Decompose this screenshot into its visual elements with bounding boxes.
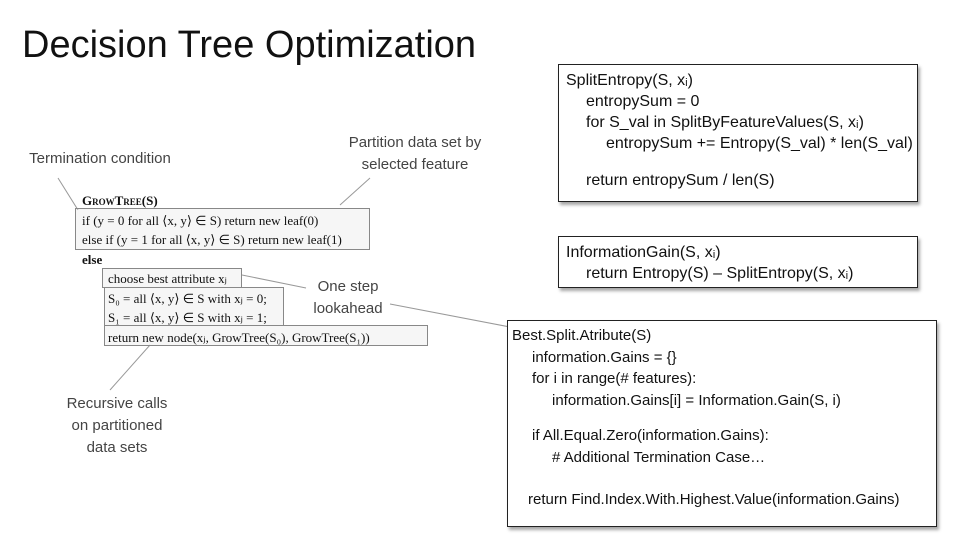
information-gain-line-2: return Entropy(S) – SplitEntropy(S, xᵢ) (586, 265, 854, 282)
slide-title: Decision Tree Optimization (22, 24, 477, 66)
recursive-note-line2: on partitioned (71, 417, 163, 434)
termination-highlight (75, 208, 370, 250)
best-split-line-4: information.Gains[i] = Information.Gain(… (552, 391, 841, 409)
information-gain-line-1: InformationGain(S, xᵢ) (566, 244, 721, 261)
partition-note: Partition data set by selected feature (348, 134, 482, 173)
split-entropy-line-2: entropySum = 0 (586, 93, 700, 110)
split-entropy-line-4: entropySum += Entropy(S_val) * len(S_val… (606, 135, 913, 152)
best-split-line-1: Best.Split.Atribute(S) (512, 327, 652, 344)
algorithm-line-5: S₀ = all ⟨x, y⟩ ∈ S with xⱼ = 0; (108, 290, 267, 306)
recursive-highlight (104, 325, 428, 346)
best-split-line-3: for i in range(# features): (532, 370, 697, 387)
algorithm-line-2: else if (y = 1 for all ⟨x, y⟩ ∈ S) retur… (82, 232, 342, 247)
recursive-connector (109, 344, 151, 391)
partition-highlight (104, 287, 284, 326)
algorithm-line-3: else (82, 251, 103, 267)
lookahead-connector-right (389, 303, 511, 328)
termination-connector (57, 177, 79, 211)
algorithm-line-7: return new node(xⱼ, GrowTree(S₀), GrowTr… (108, 329, 370, 345)
best-split-line-7: return Find.Index.With.Highest.Value(inf… (528, 491, 900, 508)
algorithm-line-6: S₁ = all ⟨x, y⟩ ∈ S with xⱼ = 1; (108, 310, 267, 325)
partition-connector (339, 177, 371, 206)
lookahead-connector-left (241, 274, 307, 289)
algorithm-line-1: if (y = 0 for all ⟨x, y⟩ ∈ S) return new… (82, 212, 319, 228)
best-split-line-2: information.Gains = {} (532, 348, 677, 366)
split-entropy-line-5: return entropySum / len(S) (586, 172, 775, 189)
algorithm-header: GrowTree(S) (82, 193, 158, 208)
split-entropy-box: SplitEntropy(S, xᵢ) entropySum = 0 for S… (558, 64, 918, 202)
grow-tree-algorithm: GrowTree(S) if (y = 0 for all ⟨x, y⟩ ∈ S… (82, 191, 370, 347)
algorithm-line-4: choose best attribute xⱼ (108, 271, 227, 286)
lookahead-note: One step lookahead (313, 278, 383, 317)
recursive-note-line3: data sets (86, 439, 148, 456)
best-split-attribute-box: Best.Split.Atribute(S) information.Gains… (507, 320, 937, 527)
information-gain-box: InformationGain(S, xᵢ) return Entropy(S)… (558, 236, 918, 288)
recursive-calls-note: Recursive calls on partitioned data sets (42, 393, 192, 459)
best-split-line-6: # Additional Termination Case… (552, 448, 766, 466)
recursive-note-line1: Recursive calls (66, 395, 168, 412)
split-entropy-line-3: for S_val in SplitByFeatureValues(S, xᵢ) (586, 114, 864, 131)
best-split-line-5: if All.Equal.Zero(information.Gains): (532, 427, 769, 444)
split-entropy-line-1: SplitEntropy(S, xᵢ) (566, 72, 693, 89)
termination-condition-note: Termination condition (29, 150, 171, 167)
